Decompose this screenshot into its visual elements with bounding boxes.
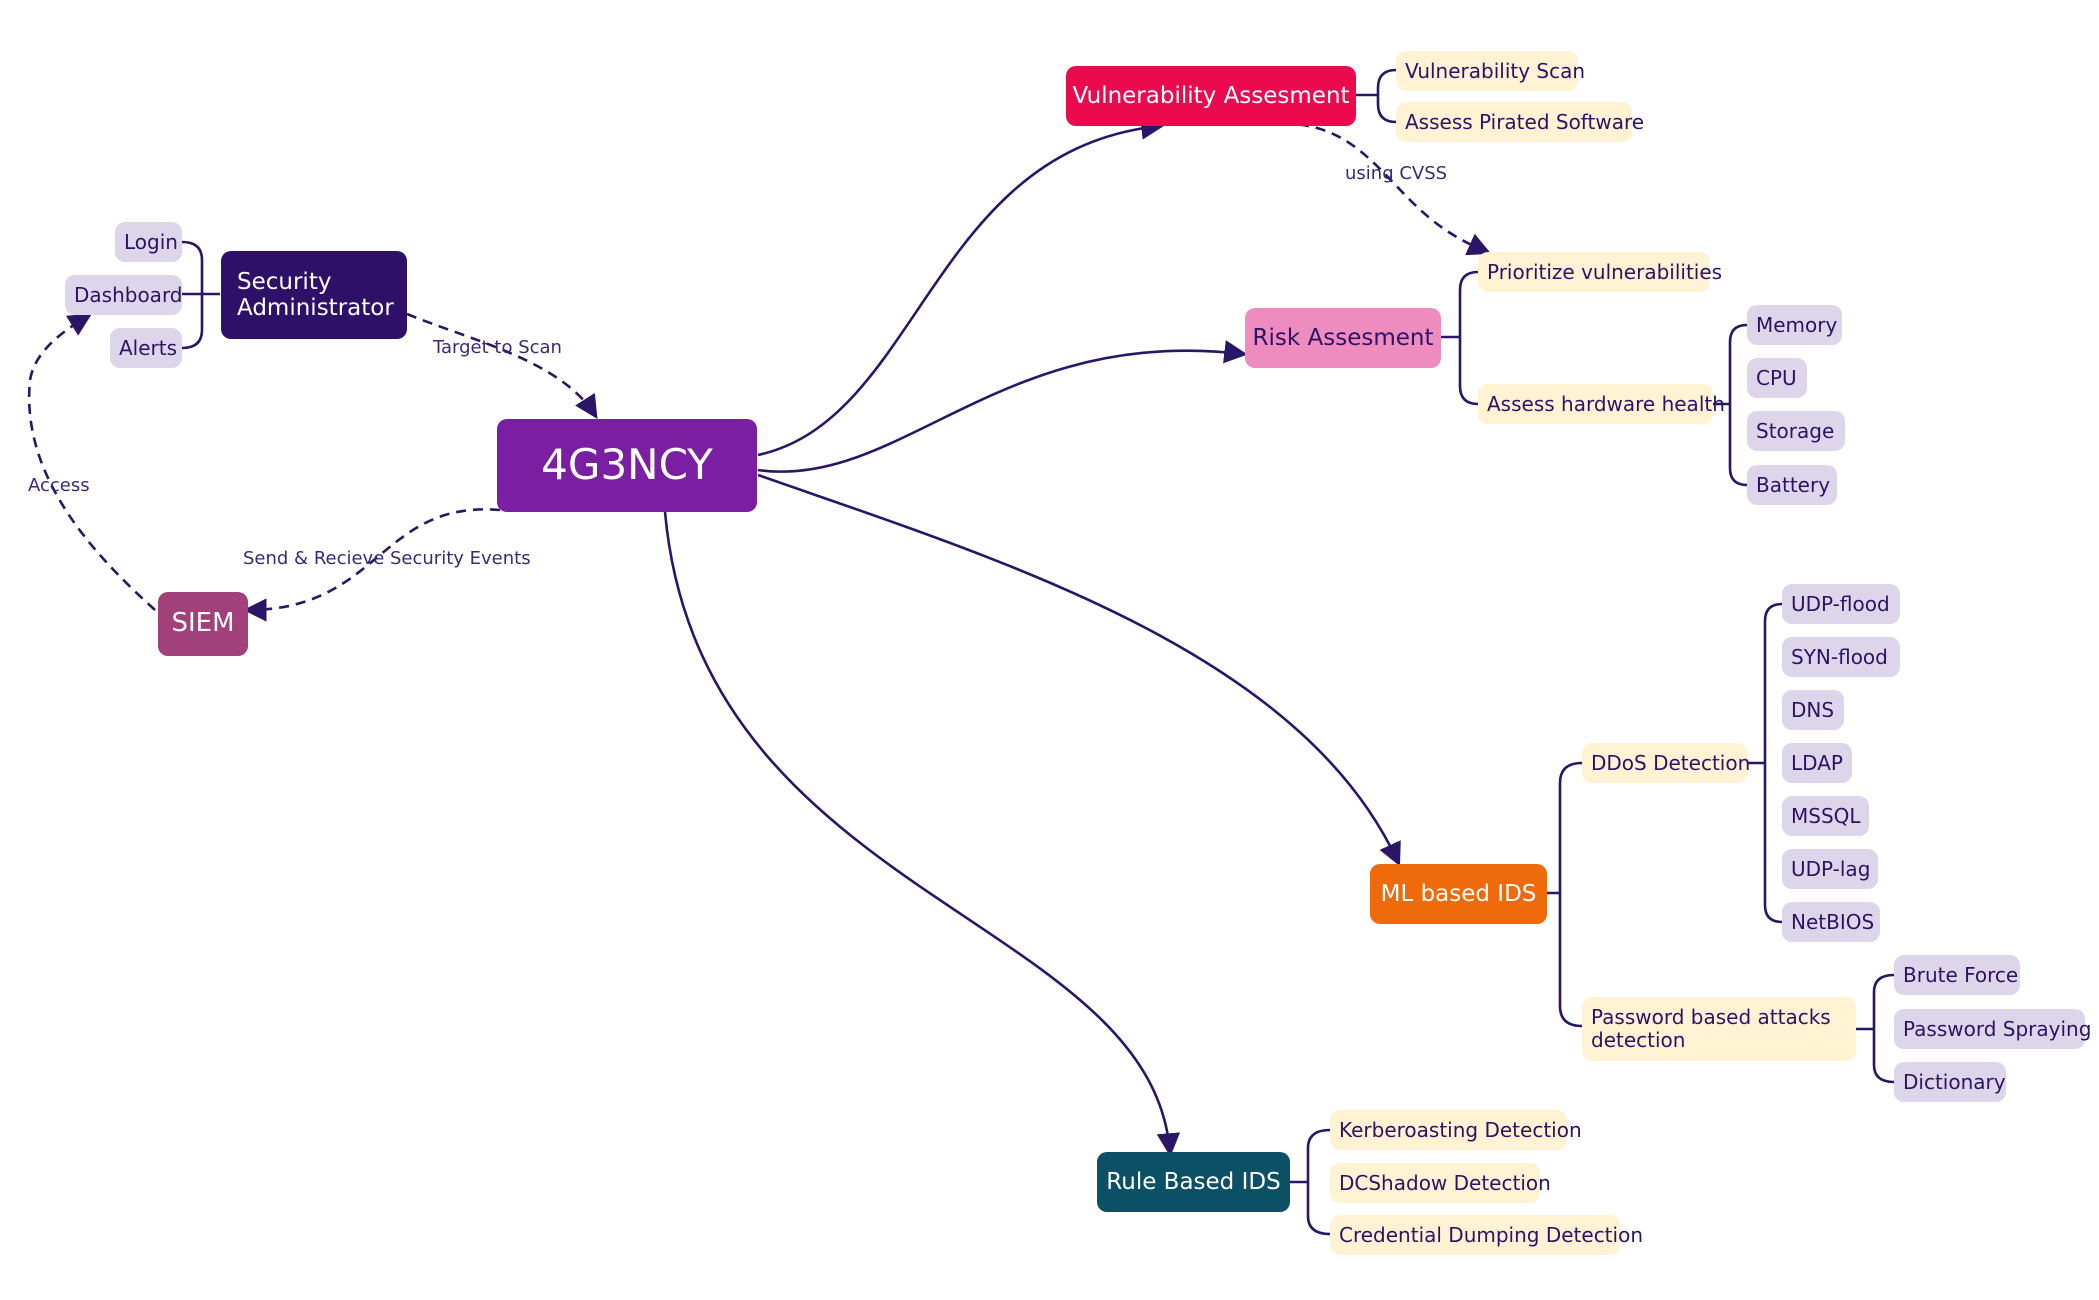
- ddos-item-netbios-label: NetBIOS: [1791, 909, 1875, 934]
- edge-admin-center: [406, 312, 598, 419]
- ddos-item-syn-flood-label: SYN-flood: [1791, 644, 1888, 669]
- ddos-item-mssql-label: MSSQL: [1791, 803, 1861, 828]
- bracket-ml: [1547, 761, 1583, 1028]
- ml-ids-node[interactable]: ML based IDS: [1370, 864, 1547, 924]
- admin-item-dashboard-label: Dashboard: [74, 282, 183, 307]
- hardware-item-battery[interactable]: Battery: [1747, 465, 1837, 505]
- risk-item-hardware-label: Assess hardware health: [1487, 391, 1725, 416]
- ddos-item-ldap[interactable]: LDAP: [1782, 743, 1852, 783]
- vuln-item-scan-label: Vulnerability Scan: [1405, 58, 1586, 83]
- edge-label-send-receive: Send & Recieve Security Events: [243, 548, 531, 569]
- vuln-item-pirated-label: Assess Pirated Software: [1405, 109, 1645, 134]
- ml-item-password-label: Password based attacks detection: [1591, 1005, 1831, 1052]
- bracket-ddos: [1747, 602, 1783, 924]
- ddos-item-syn-flood[interactable]: SYN-flood: [1782, 637, 1900, 677]
- edge-label-access: Access: [28, 475, 90, 496]
- vuln-item-pirated[interactable]: Assess Pirated Software: [1396, 102, 1644, 142]
- ddos-item-netbios[interactable]: NetBIOS: [1782, 902, 1880, 942]
- ml-item-password[interactable]: Password based attacks detection: [1582, 997, 1856, 1061]
- ddos-item-dns-label: DNS: [1791, 697, 1835, 722]
- admin-item-alerts[interactable]: Alerts: [110, 328, 182, 368]
- vuln-item-scan[interactable]: Vulnerability Scan: [1396, 51, 1585, 91]
- ml-ids-label: ML based IDS: [1380, 880, 1537, 907]
- password-item-spraying-label: Password Spraying: [1903, 1016, 2092, 1041]
- hardware-item-cpu-label: CPU: [1756, 365, 1797, 390]
- hardware-item-cpu[interactable]: CPU: [1747, 358, 1807, 398]
- ml-item-ddos-label: DDoS Detection: [1591, 750, 1751, 775]
- rule-item-dcshadow-label: DCShadow Detection: [1339, 1170, 1551, 1195]
- admin-item-login[interactable]: Login: [115, 222, 182, 262]
- edge-label-using-cvss: using CVSS: [1345, 163, 1448, 184]
- edge-center-risk: [757, 340, 1248, 473]
- vulnerability-node[interactable]: Vulnerability Assesment: [1066, 66, 1356, 126]
- rule-item-dcshadow[interactable]: DCShadow Detection: [1330, 1163, 1551, 1203]
- hardware-item-storage[interactable]: Storage: [1747, 411, 1845, 451]
- ddos-item-ldap-label: LDAP: [1791, 750, 1843, 775]
- center-node-label: 4G3NCY: [541, 440, 713, 490]
- edge-vuln-prioritize: [1281, 122, 1492, 256]
- hardware-item-storage-label: Storage: [1756, 418, 1835, 443]
- siem-node[interactable]: SIEM: [158, 592, 248, 656]
- edge-center-rule: [663, 511, 1181, 1157]
- risk-item-hardware[interactable]: Assess hardware health: [1478, 384, 1725, 424]
- risk-item-prioritize-label: Prioritize vulnerabilities: [1487, 259, 1723, 284]
- ddos-item-udp-lag[interactable]: UDP-lag: [1782, 849, 1878, 889]
- rule-ids-label: Rule Based IDS: [1106, 1168, 1281, 1195]
- password-item-brute-force[interactable]: Brute Force: [1894, 955, 2020, 995]
- ddos-item-udp-lag-label: UDP-lag: [1791, 856, 1871, 881]
- password-item-brute-force-label: Brute Force: [1903, 962, 2019, 987]
- hardware-item-battery-label: Battery: [1756, 472, 1831, 497]
- rule-ids-node[interactable]: Rule Based IDS: [1097, 1152, 1290, 1212]
- ddos-item-udp-flood-label: UDP-flood: [1791, 591, 1890, 616]
- ddos-item-dns[interactable]: DNS: [1782, 690, 1844, 730]
- bracket-vuln: [1356, 68, 1397, 124]
- edge-center-ml: [757, 473, 1401, 867]
- rule-item-credential-dumping-label: Credential Dumping Detection: [1339, 1222, 1643, 1247]
- ddos-item-udp-flood[interactable]: UDP-flood: [1782, 584, 1900, 624]
- vulnerability-label: Vulnerability Assesment: [1072, 82, 1350, 109]
- admin-item-login-label: Login: [124, 229, 178, 254]
- password-item-spraying[interactable]: Password Spraying: [1894, 1009, 2091, 1049]
- edge-center-vulnerability: [757, 116, 1165, 457]
- bracket-admin: [181, 240, 220, 350]
- bracket-risk: [1441, 270, 1479, 406]
- edge-label-target-to-scan: Target to Scan: [433, 337, 562, 358]
- edge-center-siem: [243, 508, 501, 622]
- siem-label: SIEM: [171, 608, 235, 639]
- ddos-item-mssql[interactable]: MSSQL: [1782, 796, 1869, 836]
- risk-item-prioritize[interactable]: Prioritize vulnerabilities: [1478, 252, 1722, 292]
- password-item-dictionary[interactable]: Dictionary: [1894, 1062, 2006, 1102]
- password-item-dictionary-label: Dictionary: [1903, 1069, 2006, 1094]
- center-node[interactable]: 4G3NCY: [497, 419, 757, 512]
- hardware-item-memory[interactable]: Memory: [1747, 305, 1842, 345]
- bracket-hardware: [1713, 323, 1748, 487]
- rule-item-credential-dumping[interactable]: Credential Dumping Detection: [1330, 1215, 1643, 1255]
- bracket-rule: [1290, 1128, 1331, 1236]
- rule-item-kerberoasting[interactable]: Kerberoasting Detection: [1330, 1110, 1582, 1150]
- hardware-item-memory-label: Memory: [1756, 312, 1838, 337]
- risk-node[interactable]: Risk Assesment: [1245, 308, 1441, 368]
- security-admin-node[interactable]: Security Administrator: [221, 251, 407, 339]
- risk-label: Risk Assesment: [1252, 324, 1434, 351]
- rule-item-kerberoasting-label: Kerberoasting Detection: [1339, 1117, 1582, 1142]
- admin-item-dashboard[interactable]: Dashboard: [65, 275, 183, 315]
- edge-siem-dashboard: [27, 313, 156, 611]
- security-admin-label: Security Administrator: [237, 268, 394, 321]
- bracket-password: [1856, 973, 1895, 1084]
- ml-item-ddos[interactable]: DDoS Detection: [1582, 743, 1751, 783]
- admin-item-alerts-label: Alerts: [119, 335, 178, 360]
